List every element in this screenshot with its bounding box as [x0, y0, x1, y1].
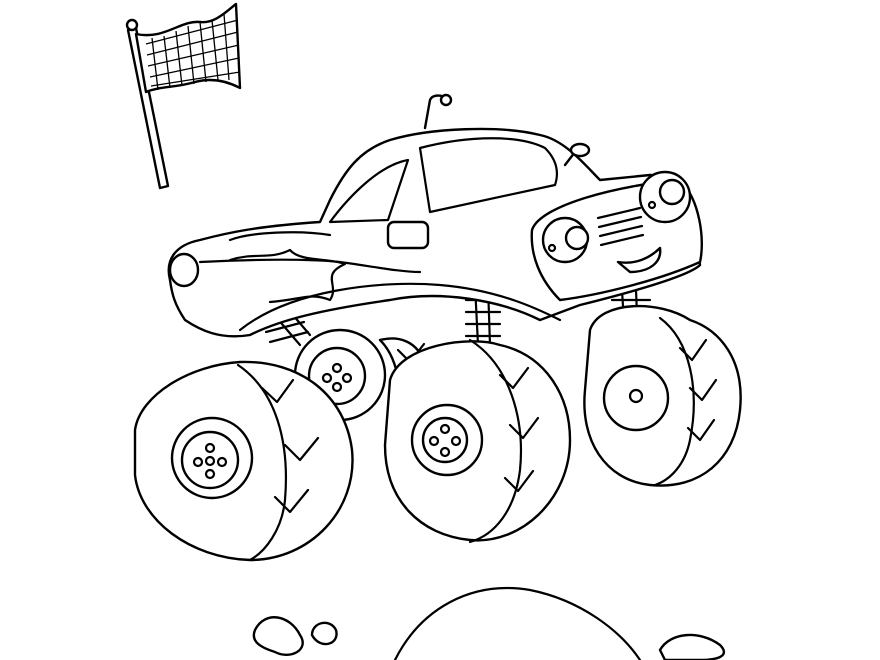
checkered-flag-icon [125, 2, 242, 190]
monster-truck-icon [133, 93, 742, 562]
